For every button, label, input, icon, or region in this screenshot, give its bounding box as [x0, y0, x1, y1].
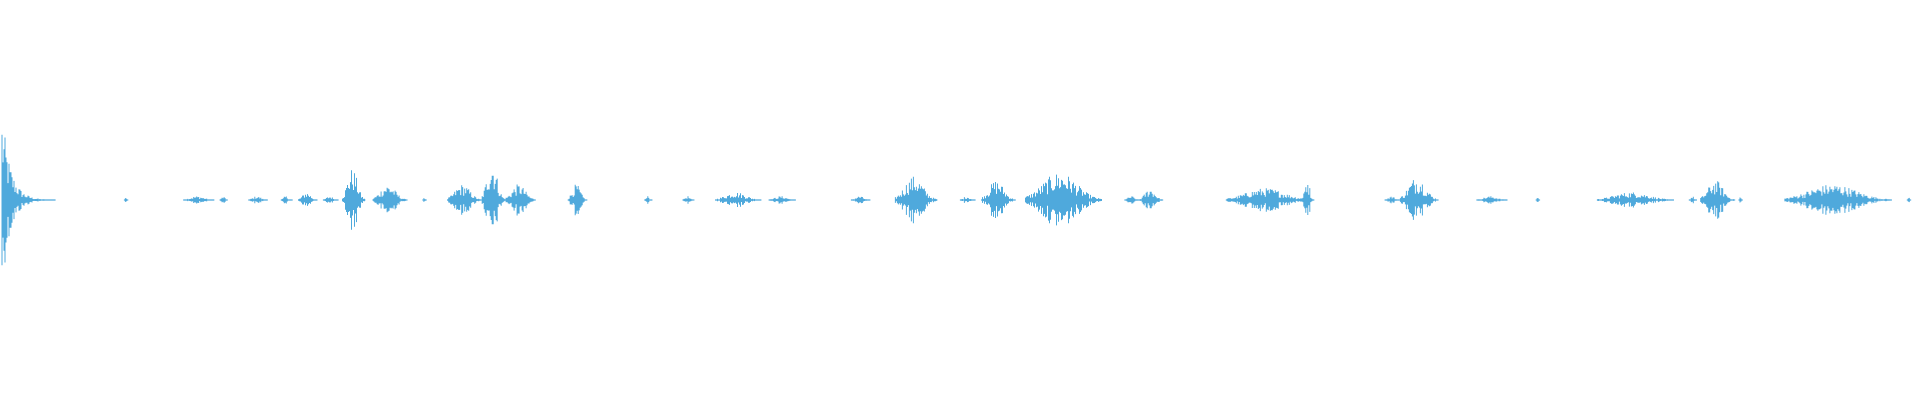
waveform-burst	[1906, 197, 1912, 203]
waveform-burst	[682, 196, 695, 204]
waveform-burst	[1124, 196, 1141, 204]
waveform-samples	[1738, 197, 1743, 203]
waveform-samples	[422, 198, 427, 202]
waveform-samples	[280, 196, 292, 204]
waveform-samples	[342, 170, 365, 230]
waveform-burst	[850, 196, 871, 204]
waveform-samples	[1124, 196, 1140, 204]
waveform-burst	[1, 134, 56, 266]
waveform-burst	[959, 197, 976, 203]
waveform-burst	[123, 198, 129, 202]
waveform-burst	[447, 185, 483, 215]
waveform-burst	[768, 196, 796, 204]
waveform-samples	[298, 194, 317, 206]
waveform-burst	[372, 187, 408, 213]
waveform-signal	[1, 134, 1912, 266]
waveform-samples	[1784, 185, 1892, 215]
waveform-samples	[447, 185, 482, 215]
waveform-samples	[1535, 198, 1540, 202]
waveform-samples	[1302, 185, 1314, 215]
waveform-burst	[1596, 192, 1674, 208]
waveform-samples	[715, 193, 761, 207]
waveform-samples	[219, 197, 228, 203]
waveform-burst	[894, 176, 938, 224]
waveform-samples	[1025, 174, 1102, 226]
waveform-burst	[248, 196, 268, 204]
waveform-burst	[342, 170, 366, 230]
waveform-samples	[123, 198, 128, 202]
waveform-burst	[1688, 196, 1697, 204]
waveform-samples	[894, 176, 937, 224]
waveform-samples	[567, 184, 587, 216]
waveform-samples	[1476, 196, 1508, 204]
waveform-burst	[1738, 197, 1743, 203]
waveform-samples	[682, 196, 694, 204]
waveform-samples	[183, 196, 215, 204]
waveform-burst	[1700, 181, 1736, 219]
waveform-samples	[1399, 180, 1438, 220]
waveform-burst	[644, 196, 653, 204]
waveform-samples	[322, 197, 338, 203]
waveform-samples	[1384, 196, 1400, 204]
waveform-samples	[1688, 196, 1697, 204]
waveform-samples	[850, 196, 870, 204]
waveform-samples	[1, 134, 56, 266]
waveform-burst	[1784, 185, 1892, 215]
waveform-samples	[1596, 192, 1674, 208]
waveform-samples	[1906, 197, 1911, 203]
waveform-samples	[768, 196, 796, 204]
waveform-burst	[298, 194, 318, 206]
waveform-samples	[504, 184, 536, 216]
waveform-burst	[219, 197, 228, 203]
waveform-burst	[481, 175, 506, 225]
waveform-samples	[372, 187, 407, 213]
waveform-burst	[422, 198, 427, 202]
waveform-burst	[1535, 198, 1541, 202]
waveform-burst	[183, 196, 215, 204]
waveform-burst	[322, 197, 339, 203]
waveform-samples	[981, 182, 1015, 218]
waveform-burst	[1302, 185, 1315, 215]
waveform-burst	[567, 184, 588, 216]
waveform-burst	[1476, 196, 1508, 204]
waveform-samples	[1139, 191, 1163, 209]
waveform-burst	[1139, 191, 1164, 209]
waveform-burst	[715, 193, 762, 207]
waveform-samples	[644, 196, 653, 204]
waveform-burst	[504, 184, 536, 216]
waveform-burst	[1399, 180, 1439, 220]
waveform-samples	[481, 175, 505, 225]
waveform-samples	[959, 197, 975, 203]
waveform-samples	[248, 196, 268, 204]
waveform-burst	[1384, 196, 1401, 204]
waveform-burst	[280, 196, 293, 204]
waveform-samples	[1700, 181, 1735, 219]
waveform-burst	[981, 182, 1016, 218]
waveform-burst	[1025, 174, 1102, 226]
